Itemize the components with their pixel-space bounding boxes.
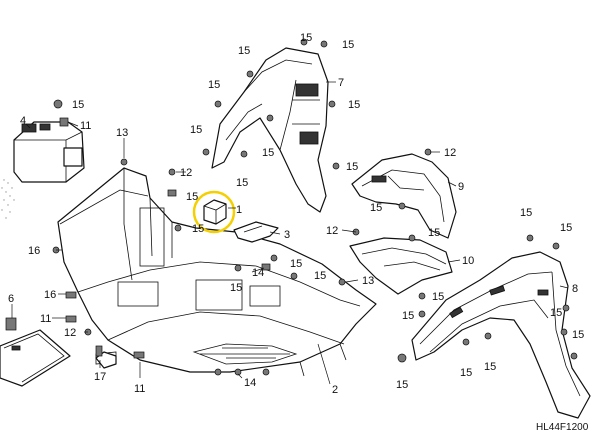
callout-13-a: 13 <box>116 127 128 139</box>
callout-15: 15 <box>348 99 360 111</box>
part-6-floor-panel[interactable] <box>0 317 71 387</box>
leader-lines <box>11 81 569 385</box>
callout-15: 15 <box>432 291 444 303</box>
callout-9: 9 <box>458 181 464 193</box>
callout-15: 15 <box>370 202 382 214</box>
part-4-battery-box[interactable] <box>13 121 85 183</box>
callout-labels: 1 2 3 4 6 7 8 9 10 11 11 11 12 12 12 12 … <box>8 32 584 396</box>
callout-12-d: 12 <box>64 327 76 339</box>
part-7-upper-cover[interactable] <box>211 47 329 213</box>
callout-14-b: 14 <box>244 377 256 389</box>
part-2-front-body[interactable] <box>57 167 377 377</box>
callout-15: 15 <box>520 207 532 219</box>
callout-17: 17 <box>94 371 106 383</box>
callout-10: 10 <box>462 255 474 267</box>
callout-15: 15 <box>190 124 202 136</box>
callout-15: 15 <box>186 191 198 203</box>
callout-16-b: 16 <box>44 289 56 301</box>
callout-15: 15 <box>402 310 414 322</box>
part-1-highlight-circle[interactable] <box>192 190 236 234</box>
callout-12-b: 12 <box>444 147 456 159</box>
callout-15: 15 <box>484 361 496 373</box>
callout-15: 15 <box>192 223 204 235</box>
callout-15: 15 <box>208 79 220 91</box>
diagram-code: HL44F1200 <box>536 422 589 433</box>
callout-2: 2 <box>332 384 338 396</box>
callout-7: 7 <box>338 77 344 89</box>
callout-4: 4 <box>20 115 26 127</box>
callout-15: 15 <box>572 329 584 341</box>
dotted-shading <box>1 179 15 219</box>
callout-13-b: 13 <box>362 275 374 287</box>
callout-15: 15 <box>560 222 572 234</box>
callout-15: 15 <box>262 147 274 159</box>
callout-15: 15 <box>396 379 408 391</box>
callout-12-c: 12 <box>326 225 338 237</box>
callout-3: 3 <box>284 229 290 241</box>
callout-1: 1 <box>236 204 242 216</box>
callout-15: 15 <box>550 307 562 319</box>
callout-15: 15 <box>428 227 440 239</box>
callout-15: 15 <box>300 32 312 44</box>
callout-11-c: 11 <box>134 383 145 395</box>
callout-8: 8 <box>572 283 578 295</box>
callout-15: 15 <box>72 99 84 111</box>
callout-14-a: 14 <box>252 267 264 279</box>
callout-15: 15 <box>230 282 242 294</box>
callout-11-a: 11 <box>80 120 91 132</box>
callout-12-a: 12 <box>180 167 192 179</box>
callout-15: 15 <box>290 258 302 270</box>
callout-11-b: 11 <box>40 313 51 325</box>
fasteners <box>52 38 578 376</box>
part-10-panel[interactable] <box>349 237 453 295</box>
callout-15: 15 <box>236 177 248 189</box>
callout-16-a: 16 <box>28 245 40 257</box>
part-3-bracket[interactable] <box>233 221 279 243</box>
callout-15: 15 <box>238 45 250 57</box>
callout-15: 15 <box>346 161 358 173</box>
callout-15: 15 <box>314 270 326 282</box>
callout-15: 15 <box>460 367 472 379</box>
callout-6: 6 <box>8 293 14 305</box>
part-9-cowl[interactable] <box>351 153 457 239</box>
callout-15: 15 <box>342 39 354 51</box>
part-8-side-cover[interactable] <box>411 251 591 419</box>
